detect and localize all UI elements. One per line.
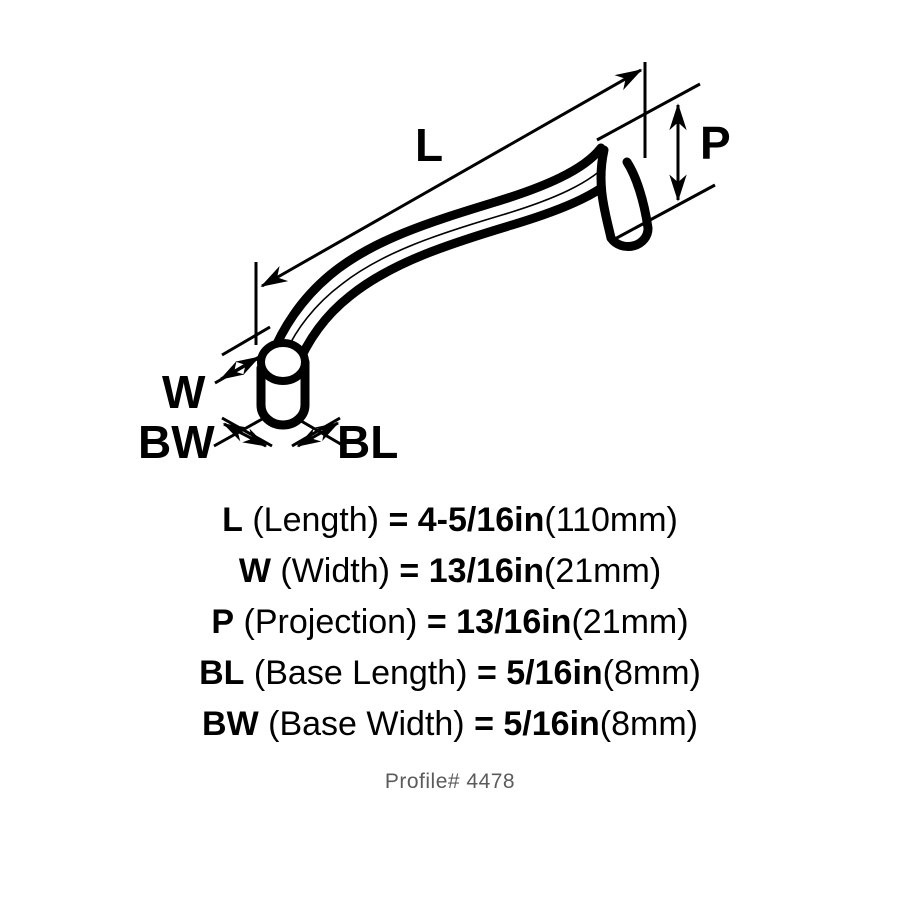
spec-value-imperial: 13/16in [456,603,572,641]
spec-name: (Width) [280,552,390,590]
dimension-label-width: W [162,366,206,418]
spec-row-base-width: BW (Base Width) = 5/16in(8mm) [0,699,900,750]
dimension-label-projection: P [700,117,731,169]
profile-number: Profile# 4478 [384,770,516,793]
left-mounting-post [256,339,310,430]
spec-equals: = [388,501,409,539]
spec-name: (Length) [252,501,379,539]
spec-code: L [222,501,243,539]
spec-code: BW [202,705,259,743]
spec-value-imperial: 5/16in [503,705,600,743]
spec-name: (Base Length) [253,654,468,692]
spec-value-imperial: 4-5/16in [417,501,545,539]
spec-row-base-length: BL (Base Length) = 5/16in(8mm) [0,648,900,699]
base-length-dimension [291,416,345,448]
dimension-label-length: L [415,119,444,171]
length-dimension [254,62,647,345]
spec-name: (Base Width) [268,705,465,743]
dimension-label-base-length: BL [337,416,399,468]
spec-value-metric: (21mm) [571,603,689,641]
right-mounting-post [596,145,653,252]
spec-value-imperial: 13/16in [428,552,545,590]
spec-row-width: W (Width) = 13/16in(21mm) [0,546,900,597]
spec-code: BL [199,654,245,692]
spec-equals: = [426,603,447,641]
spec-value-metric: (110mm) [544,501,678,539]
spec-value-metric: (8mm) [599,705,698,743]
base-width-dimension [213,416,273,448]
spec-equals: = [476,654,497,692]
spec-code: W [238,552,271,590]
spec-row-length: L (Length) = 4-5/16in(110mm) [0,495,900,546]
projection-dimension [596,82,716,242]
handle-drawing: L P W BW BL [138,62,731,468]
spec-value-imperial: 5/16in [506,654,603,692]
spec-code: P [211,603,235,641]
width-dimension [214,325,271,385]
spec-equals: = [399,552,420,590]
spec-value-metric: (21mm) [544,552,662,590]
spec-equals: = [474,705,494,743]
specification-list: L (Length) = 4-5/16in(110mm) W (Width) =… [0,495,900,750]
dimension-label-base-width: BW [138,416,215,468]
spec-value-metric: (8mm) [602,654,701,692]
spec-name: (Projection) [243,603,418,641]
spec-row-projection: P (Projection) = 13/16in(21mm) [0,597,900,648]
